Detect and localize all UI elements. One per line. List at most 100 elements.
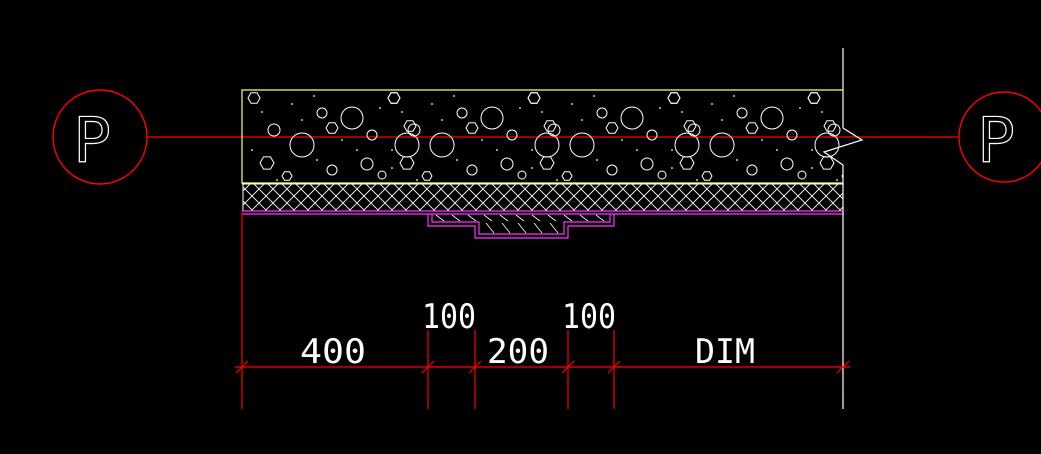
dim-label-400: 400: [300, 332, 366, 372]
aggregate-mark: [761, 139, 763, 141]
aggregate-mark: [620, 106, 644, 130]
aggregate-mark: [736, 107, 748, 119]
aggregate-mark: [541, 111, 543, 113]
aggregate-mark: [636, 149, 638, 151]
aggregate-mark: [621, 139, 623, 141]
section-marker-left-circle: [52, 89, 148, 185]
aggregate-mark: [366, 129, 378, 141]
concrete-aggregate: [247, 92, 843, 181]
aggregate-mark: [659, 107, 661, 109]
aggregate-mark: [679, 156, 695, 170]
aggregate-mark: [403, 120, 417, 132]
aggregate-mark: [681, 111, 683, 113]
aggregate-mark: [746, 164, 758, 176]
aggregate-mark: [506, 129, 518, 141]
aggregate-mark: [569, 132, 595, 158]
aggregate-mark: [259, 156, 275, 170]
aggregate-mark: [733, 95, 735, 97]
aggregate-mark: [671, 149, 673, 151]
aggregate-mark: [517, 170, 527, 180]
aggregate-mark: [261, 111, 263, 113]
aggregate-mark: [480, 106, 504, 130]
aggregate-mark: [500, 157, 514, 171]
aggregate-mark: [399, 156, 415, 170]
aggregate-mark: [711, 103, 713, 105]
aggregate-mark: [786, 129, 798, 141]
dimension-lines: [235, 212, 850, 409]
hatched-layer-fill: [243, 184, 843, 211]
aggregate-mark: [421, 171, 433, 181]
aggregate-mark: [561, 171, 573, 181]
aggregate-mark: [811, 149, 813, 151]
membrane-step-outer: [427, 214, 615, 239]
aggregate-mark: [571, 103, 573, 105]
aggregate-mark: [496, 149, 498, 151]
aggregate-mark: [811, 167, 813, 169]
membrane-layer: [242, 210, 843, 239]
section-marker-left[interactable]: P: [52, 89, 148, 185]
aggregate-mark: [841, 173, 843, 179]
aggregate-mark: [316, 107, 328, 119]
aggregate-mark: [531, 167, 533, 169]
aggregate-mark: [313, 95, 315, 97]
aggregate-mark: [556, 179, 558, 181]
aggregate-mark: [466, 164, 478, 176]
aggregate-mark: [465, 122, 479, 134]
aggregate-mark: [391, 149, 393, 151]
aggregate-mark: [531, 149, 533, 151]
aggregate-mark: [543, 120, 557, 132]
aggregate-mark: [326, 164, 338, 176]
aggregate-mark: [356, 149, 358, 151]
aggregate-mark: [429, 132, 455, 158]
concrete-outline: [241, 89, 843, 184]
aggregate-mark: [316, 159, 318, 161]
aggregate-mark: [780, 157, 794, 171]
section-marker-right-label: P: [977, 104, 1014, 177]
aggregate-mark: [776, 149, 778, 151]
aggregate-mark: [340, 106, 364, 130]
aggregate-mark: [251, 149, 253, 151]
aggregate-mark: [640, 157, 654, 171]
aggregate-mark: [416, 179, 418, 181]
dim-label-100-left: 100: [422, 297, 476, 337]
aggregate-mark: [807, 92, 821, 104]
aggregate-mark: [401, 111, 403, 113]
aggregate-mark: [671, 167, 673, 169]
aggregate-mark: [593, 95, 595, 97]
aggregate-mark: [605, 122, 619, 134]
aggregate-mark: [687, 123, 701, 137]
aggregate-mark: [289, 132, 315, 158]
aggregate-mark: [527, 92, 541, 104]
aggregate-mark: [827, 123, 841, 137]
aggregate-mark: [760, 106, 784, 130]
hatched-layer: [242, 183, 843, 211]
section-marker-right-circle: [958, 91, 1041, 183]
aggregate-mark: [646, 129, 658, 141]
aggregate-mark: [325, 122, 339, 134]
section-marker-right[interactable]: P: [958, 91, 1041, 183]
break-line: [822, 48, 864, 409]
aggregate-mark: [247, 92, 261, 104]
aggregate-mark: [596, 159, 598, 161]
aggregate-mark: [736, 159, 738, 161]
aggregate-mark: [387, 92, 401, 104]
aggregate-mark: [657, 170, 667, 180]
section-marker-left-label: P: [73, 104, 110, 177]
aggregate-mark: [377, 170, 387, 180]
aggregate-mark: [606, 164, 618, 176]
aggregate-mark: [709, 132, 735, 158]
aggregate-mark: [823, 120, 837, 132]
aggregate-mark: [276, 179, 278, 181]
aggregate-mark: [441, 119, 443, 121]
aggregate-mark: [683, 120, 697, 132]
aggregate-mark: [341, 139, 343, 141]
concrete-layer: [241, 89, 843, 184]
aggregate-mark: [456, 107, 468, 119]
aggregate-mark: [360, 157, 374, 171]
aggregate-mark: [453, 95, 455, 97]
aggregate-mark: [267, 123, 281, 137]
aggregate-mark: [797, 170, 807, 180]
dim-label-100-right: 100: [562, 297, 616, 337]
step-hatch: [435, 214, 605, 234]
